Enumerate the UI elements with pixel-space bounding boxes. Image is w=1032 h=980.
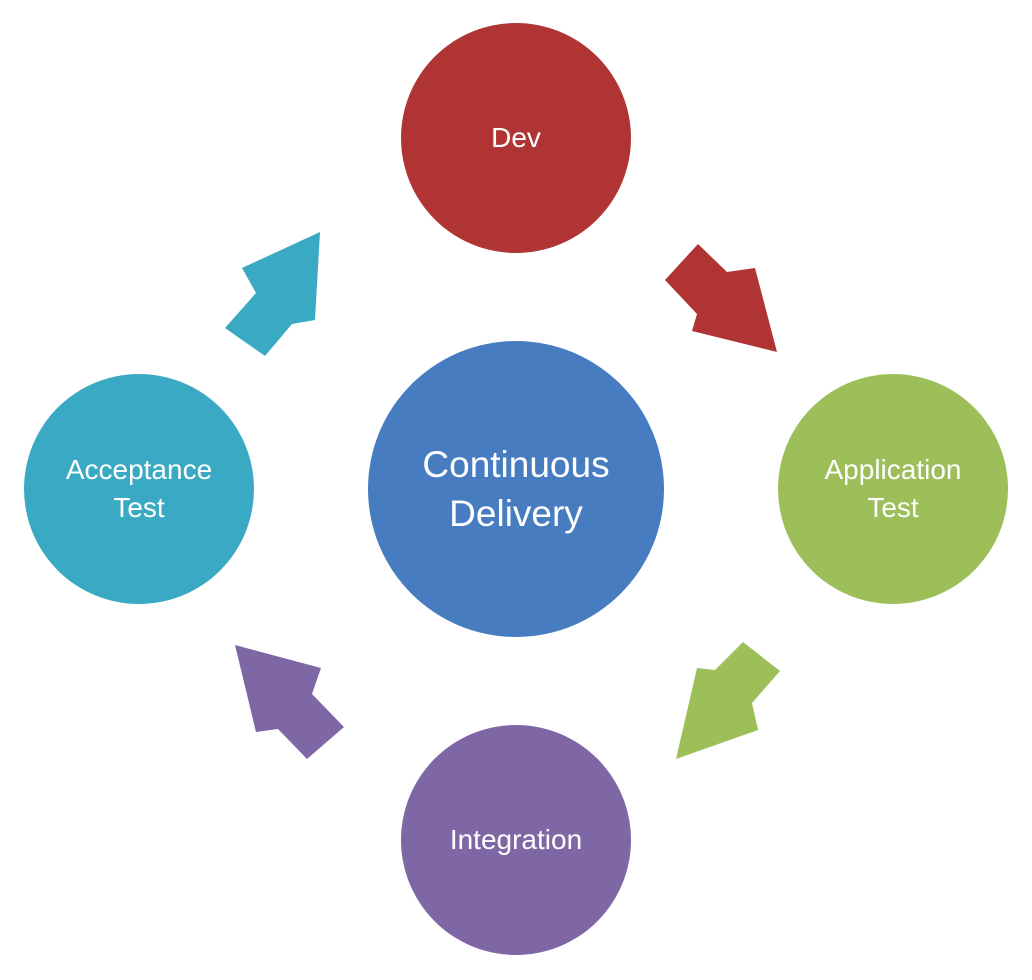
application-test-stage-node: Application Test: [778, 374, 1008, 604]
application-test-stage-label: Application Test: [824, 454, 962, 523]
arrow-dev-to-application-test: [665, 244, 777, 352]
dev-stage-label: Dev: [491, 122, 541, 153]
arrow-integration-to-acceptance-test: [235, 645, 344, 759]
acceptance-test-stage-node: Acceptance Test: [24, 374, 254, 604]
integration-stage-node: Integration: [401, 725, 631, 955]
arrow-application-test-to-integration: [676, 642, 780, 759]
arrow-acceptance-test-to-dev: [225, 232, 320, 356]
dev-stage-node: Dev: [401, 23, 631, 253]
acceptance-test-stage-label: Acceptance Test: [65, 454, 213, 523]
integration-stage-label: Integration: [449, 824, 583, 855]
continuous-delivery-center-node: Continuous Delivery: [368, 341, 664, 637]
continuous-delivery-label: Continuous Delivery: [422, 444, 610, 534]
